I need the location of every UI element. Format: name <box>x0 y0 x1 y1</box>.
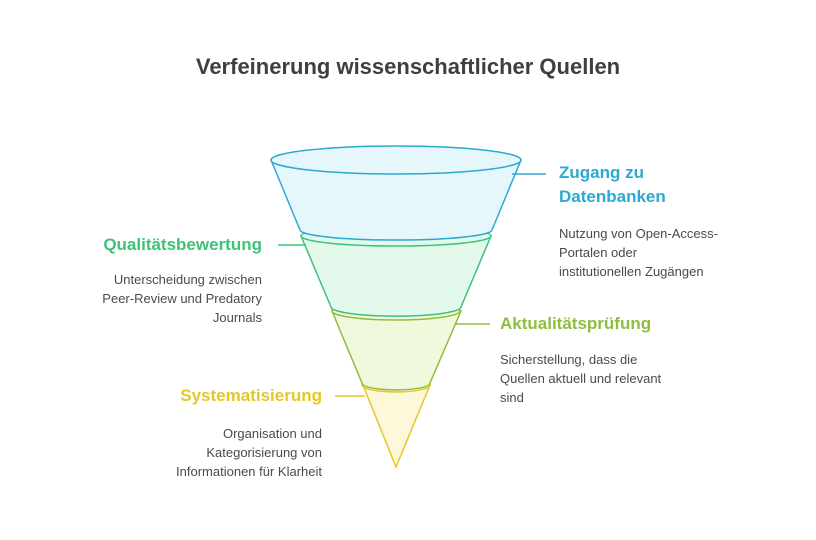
stage-3-heading-line-1: Aktualitätsprüfung <box>500 314 652 333</box>
stage-3-desc-line-1: Sicherstellung, dass die <box>500 352 638 367</box>
funnel-stage-4 <box>361 384 432 469</box>
stage-1-desc-line-1: Nutzung von Open-Access- <box>559 226 718 241</box>
stage-2-desc-line-3: Journals <box>212 310 262 325</box>
funnel-stage-3 <box>330 310 463 391</box>
stage-3-heading: Aktualitätsprüfung <box>500 312 651 336</box>
stage-2-description: Unterscheidung zwischen Peer-Review und … <box>40 270 262 327</box>
stage-2-heading-line-1: Qualitätsbewertung <box>103 235 262 254</box>
stage-3-desc-line-2: Quellen aktuell und relevant <box>500 371 662 386</box>
diagram-title: Verfeinerung wissenschaftlicher Quellen <box>195 54 621 79</box>
funnel-stage-2 <box>299 235 493 317</box>
stage-3-description: Sicherstellung, dass die Quellen aktuell… <box>500 350 661 407</box>
stage-3-desc-line-3: sind <box>500 390 524 405</box>
stage-4-heading: Systematisierung <box>120 384 322 408</box>
funnel-stage-1 <box>269 159 523 241</box>
stage-1-heading-line-1: Zugang zu <box>559 163 644 182</box>
funnel-stage-1-rim <box>270 145 522 175</box>
stage-1-description: Nutzung von Open-Access- Portalen oder i… <box>559 224 718 281</box>
stage-1-heading-line-2: Datenbanken <box>559 187 666 206</box>
stage-1-heading: Zugang zu Datenbanken <box>559 161 666 209</box>
stage-1-desc-line-3: institutionellen Zugängen <box>559 264 704 279</box>
stage-2-desc-line-2: Peer-Review und Predatory <box>102 291 262 306</box>
stage-4-heading-line-1: Systematisierung <box>180 386 322 405</box>
stage-1-desc-line-2: Portalen oder <box>559 245 638 260</box>
stage-2-desc-line-1: Unterscheidung zwischen <box>113 272 262 287</box>
stage-4-desc-line-1: Organisation und <box>222 426 322 441</box>
stage-4-description: Organisation und Kategorisierung von Inf… <box>100 424 322 481</box>
stage-4-desc-line-3: Informationen für Klarheit <box>176 464 322 479</box>
stage-2-heading: Qualitätsbewertung <box>60 233 262 257</box>
stage-4-desc-line-2: Kategorisierung von <box>206 445 322 460</box>
